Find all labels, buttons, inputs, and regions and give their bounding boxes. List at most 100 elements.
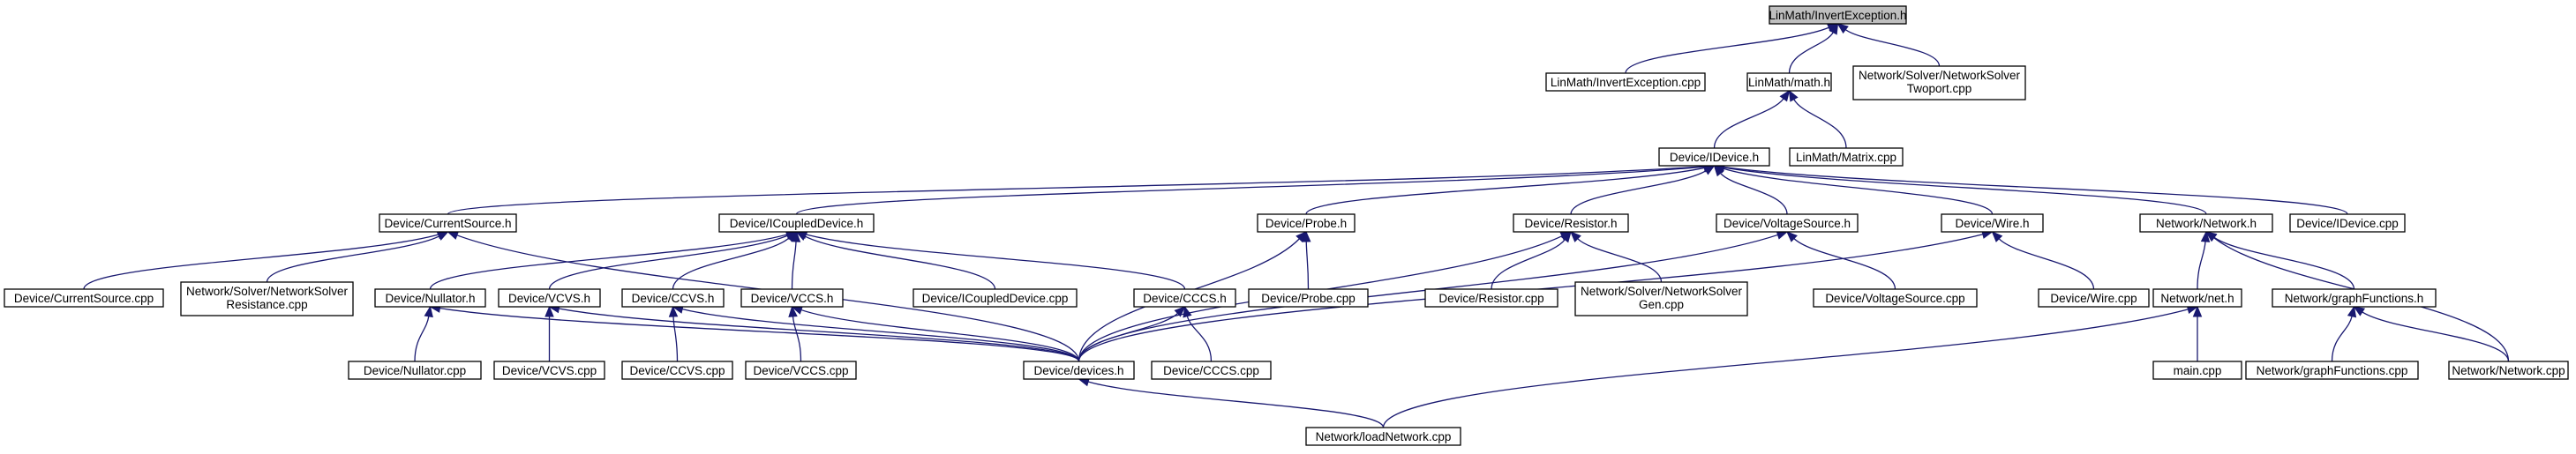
- node-vccs-h[interactable]: Device/VCCS.h: [740, 288, 844, 308]
- node-box-nsolver-twoport[interactable]: [1852, 65, 2026, 100]
- node-box-devices-h[interactable]: [1023, 361, 1135, 380]
- node-box-math-h[interactable]: [1746, 72, 1832, 92]
- node-vccs-cpp[interactable]: Device/VCCS.cpp: [745, 361, 857, 380]
- node-icoupled-cpp[interactable]: Device/ICoupledDevice.cpp: [912, 288, 1078, 308]
- arrowhead-nullator-h-from-nullator-cpp: [424, 305, 433, 318]
- node-box-currentsource-cpp[interactable]: [4, 288, 164, 308]
- node-label-network-cpp: Network/Network.cpp: [2452, 364, 2565, 377]
- node-label-line-1: Network/Solver/NetworkSolver: [1859, 69, 2021, 82]
- node-box-vccs-cpp[interactable]: [745, 361, 857, 380]
- node-box-voltagesource-h[interactable]: [1716, 213, 1859, 233]
- node-label-vcvs-h: Device/VCVS.h: [508, 292, 590, 305]
- node-label-vcvs-cpp: Device/VCVS.cpp: [502, 364, 597, 377]
- arrowhead-resistor-h-from-nsolver-gen: [1570, 231, 1581, 242]
- node-box-probe-h[interactable]: [1257, 213, 1356, 233]
- node-network-cpp[interactable]: Network/Network.cpp: [2448, 361, 2569, 380]
- edge-ccvs-h-to-ccvs-cpp: [672, 316, 679, 362]
- node-box-network-cpp[interactable]: [2448, 361, 2569, 380]
- node-box-nsolver-gen[interactable]: [1574, 281, 1748, 316]
- node-label-network-h: Network/Network.h: [2156, 217, 2257, 230]
- edge-root-to-nsolver-twoport: [1844, 29, 1941, 67]
- node-probe-h[interactable]: Device/Probe.h: [1257, 213, 1356, 233]
- node-box-probe-cpp[interactable]: [1248, 288, 1369, 308]
- node-box-resistor-h[interactable]: [1513, 213, 1629, 233]
- node-wire-h[interactable]: Device/Wire.h: [1941, 213, 2044, 233]
- node-label-nullator-cpp: Device/Nullator.cpp: [364, 364, 466, 377]
- node-box-net-h[interactable]: [2152, 288, 2242, 308]
- node-resistor-h[interactable]: Device/Resistor.h: [1513, 213, 1629, 233]
- edge-wire-h-to-wire-cpp: [1998, 238, 2095, 290]
- node-cccs-h[interactable]: Device/CCCS.h: [1133, 288, 1236, 308]
- node-box-voltagesource-cpp[interactable]: [1813, 288, 1978, 308]
- node-box-idevice-cpp[interactable]: [2289, 213, 2406, 233]
- node-box-resistor-cpp[interactable]: [1424, 288, 1558, 308]
- node-box-main-cpp[interactable]: [2152, 361, 2242, 380]
- node-invexc-cpp[interactable]: LinMath/InvertException.cpp: [1545, 72, 1706, 92]
- node-box-wire-h[interactable]: [1941, 213, 2044, 233]
- node-box-icoupled-h[interactable]: [718, 213, 875, 233]
- node-graphfunctions-h[interactable]: Network/graphFunctions.h: [2272, 288, 2437, 308]
- node-box-matrix-cpp[interactable]: [1789, 147, 1904, 167]
- edge-math-h-to-idevice-h: [1713, 98, 1784, 149]
- node-wire-cpp[interactable]: Device/Wire.cpp: [2038, 288, 2150, 308]
- node-label-voltagesource-h: Device/VoltageSource.h: [1724, 217, 1851, 230]
- node-label-probe-cpp: Device/Probe.cpp: [1261, 292, 1356, 305]
- node-label-vccs-cpp: Device/VCCS.cpp: [753, 364, 848, 377]
- node-box-cccs-h[interactable]: [1133, 288, 1236, 308]
- node-box-vcvs-h[interactable]: [498, 288, 601, 308]
- node-label-invexc-cpp: LinMath/InvertException.cpp: [1551, 76, 1701, 89]
- node-probe-cpp[interactable]: Device/Probe.cpp: [1248, 288, 1369, 308]
- node-label-net-h: Network/net.h: [2160, 292, 2234, 305]
- arrowhead-cccs-h-from-cccs-cpp: [1183, 305, 1192, 318]
- edge-nullator-h-to-devices-h: [439, 308, 1080, 362]
- node-box-wire-cpp[interactable]: [2038, 288, 2150, 308]
- node-net-h[interactable]: Network/net.h: [2152, 288, 2242, 308]
- node-box-network-h[interactable]: [2139, 213, 2273, 233]
- node-box-ccvs-h[interactable]: [621, 288, 725, 308]
- node-icoupled-h[interactable]: Device/ICoupledDevice.h: [718, 213, 875, 233]
- node-box-graphfunctions-h[interactable]: [2272, 288, 2437, 308]
- node-box-root[interactable]: [1769, 5, 1907, 25]
- node-ccvs-cpp[interactable]: Device/CCVS.cpp: [621, 361, 733, 380]
- node-box-currentsource-h[interactable]: [379, 213, 517, 233]
- node-voltagesource-cpp[interactable]: Device/VoltageSource.cpp: [1813, 288, 1978, 308]
- node-idevice-cpp[interactable]: Device/IDevice.cpp: [2289, 213, 2406, 233]
- node-cccs-cpp[interactable]: Device/CCCS.cpp: [1151, 361, 1272, 380]
- node-ccvs-h[interactable]: Device/CCVS.h: [621, 288, 725, 308]
- node-main-cpp[interactable]: main.cpp: [2152, 361, 2242, 380]
- edge-idevice-h-to-icoupled-h: [795, 166, 1705, 215]
- node-vcvs-cpp[interactable]: Device/VCVS.cpp: [493, 361, 605, 380]
- node-box-invexc-cpp[interactable]: [1545, 72, 1706, 92]
- node-matrix-cpp[interactable]: LinMath/Matrix.cpp: [1789, 147, 1904, 167]
- edge-idevice-h-to-voltagesource-h: [1720, 173, 1788, 215]
- node-network-h[interactable]: Network/Network.h: [2139, 213, 2273, 233]
- node-box-cccs-cpp[interactable]: [1151, 361, 1272, 380]
- node-graphfunctions-cpp[interactable]: Network/graphFunctions.cpp: [2245, 361, 2419, 380]
- node-currentsource-cpp[interactable]: Device/CurrentSource.cpp: [4, 288, 164, 308]
- node-math-h[interactable]: LinMath/math.h: [1746, 72, 1832, 92]
- node-voltagesource-h[interactable]: Device/VoltageSource.h: [1716, 213, 1859, 233]
- node-resistor-cpp[interactable]: Device/Resistor.cpp: [1424, 288, 1558, 308]
- node-box-idevice-h[interactable]: [1658, 147, 1770, 167]
- node-idevice-h[interactable]: Device/IDevice.h: [1658, 147, 1770, 167]
- node-box-icoupled-cpp[interactable]: [912, 288, 1078, 308]
- node-vcvs-h[interactable]: Device/VCVS.h: [498, 288, 601, 308]
- node-currentsource-h[interactable]: Device/CurrentSource.h: [379, 213, 517, 233]
- node-nullator-cpp[interactable]: Device/Nullator.cpp: [348, 361, 482, 380]
- node-box-nsolver-resistance[interactable]: [180, 281, 354, 316]
- node-loadnetwork-cpp[interactable]: Network/loadNetwork.cpp: [1305, 427, 1461, 446]
- node-nullator-h[interactable]: Device/Nullator.h: [374, 288, 486, 308]
- node-box-nullator-h[interactable]: [374, 288, 486, 308]
- node-box-ccvs-cpp[interactable]: [621, 361, 733, 380]
- node-devices-h[interactable]: Device/devices.h: [1023, 361, 1135, 380]
- node-box-loadnetwork-cpp[interactable]: [1305, 427, 1461, 446]
- node-box-graphfunctions-cpp[interactable]: [2245, 361, 2419, 380]
- node-box-vccs-h[interactable]: [740, 288, 844, 308]
- node-box-vcvs-cpp[interactable]: [493, 361, 605, 380]
- edge-network-h-to-graphfunctions-h: [2213, 236, 2355, 290]
- node-root[interactable]: LinMath/InvertException.h: [1769, 5, 1907, 25]
- node-box-nullator-cpp[interactable]: [348, 361, 482, 380]
